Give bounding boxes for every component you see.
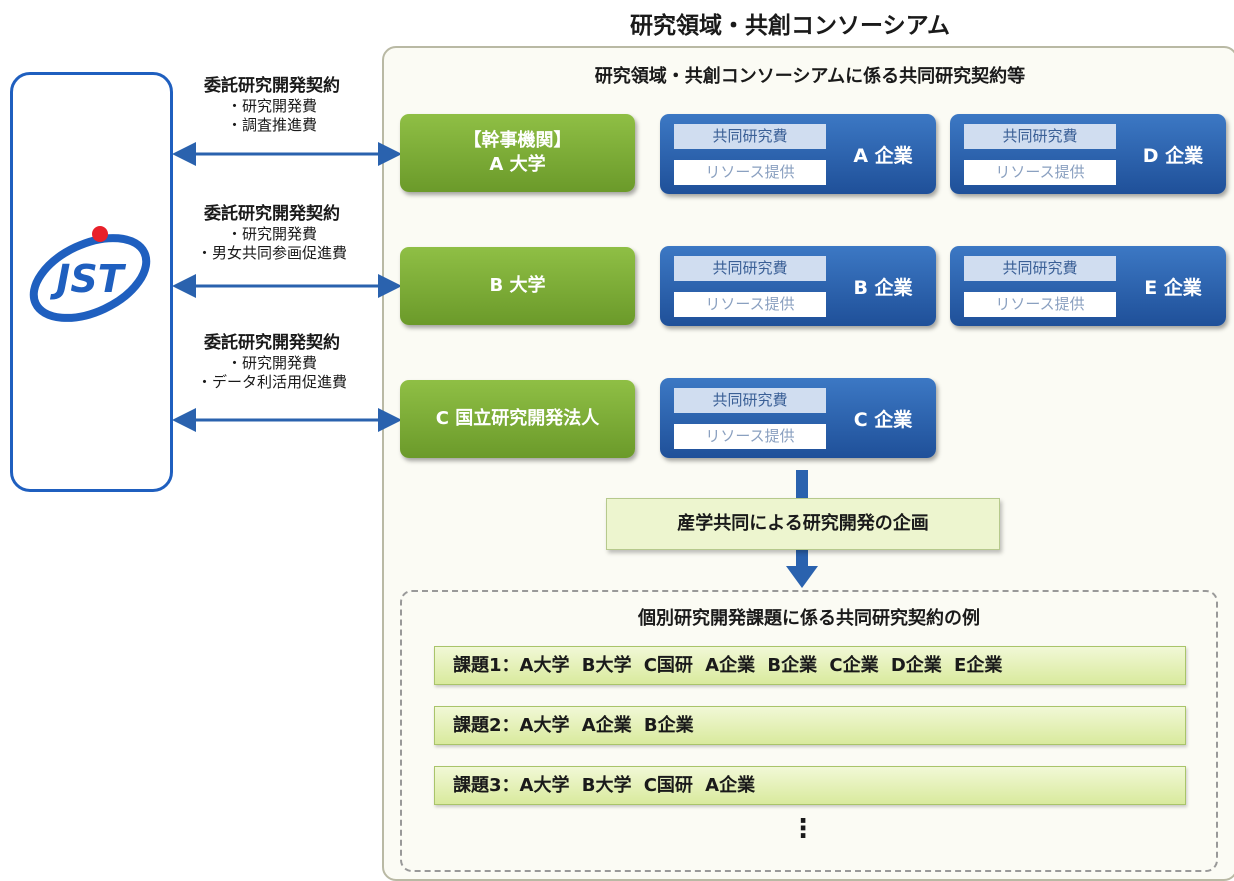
- joint-research-fee-tag: 共同研究費: [964, 124, 1116, 149]
- ellipsis-icon: ⋮: [790, 814, 816, 844]
- joint-research-fee-tag: 共同研究費: [674, 256, 826, 281]
- contract-item: ・研究開発費: [226, 354, 317, 373]
- contract-head: 委託研究開発契約: [204, 76, 340, 96]
- university-name: C 国立研究開発法人: [435, 407, 600, 429]
- company-name: B 企業: [853, 276, 913, 299]
- university-name: B 大学: [489, 274, 546, 296]
- university-b-box: B 大学: [400, 247, 635, 325]
- joint-research-fee-tag: 共同研究費: [674, 388, 826, 413]
- task-row-3: 課題3：A大学 B大学 C国研 A企業: [434, 766, 1186, 805]
- company-name: A 企業: [853, 144, 913, 167]
- university-name: A 大学: [489, 154, 546, 175]
- company-name: E 企業: [1144, 276, 1202, 299]
- contract-label-3: 委託研究開発契約 ・研究開発費 ・データ利活用促進費: [172, 333, 372, 392]
- contract-head: 委託研究開発契約: [204, 204, 340, 224]
- task-row-2: 課題2：A大学 A企業 B企業: [434, 706, 1186, 745]
- resource-provision-tag: リソース提供: [674, 292, 826, 317]
- contract-label-1: 委託研究開発契約 ・研究開発費 ・調査推進費: [172, 76, 372, 135]
- joint-research-fee-tag: 共同研究費: [674, 124, 826, 149]
- university-role: 【幹事機関】: [463, 129, 572, 151]
- university-a-box: 【幹事機関】 A 大学: [400, 114, 635, 192]
- company-name: C 企業: [853, 408, 913, 431]
- examples-frame: [400, 590, 1218, 872]
- diagram-title: 研究領域・共創コンソーシアム: [630, 13, 950, 39]
- company-b-box: 共同研究費 リソース提供 B 企業: [660, 246, 936, 326]
- planning-box: 産学共同による研究開発の企画: [606, 498, 1000, 550]
- institute-c-box: C 国立研究開発法人: [400, 380, 635, 458]
- resource-provision-tag: リソース提供: [964, 292, 1116, 317]
- consortium-subtitle: 研究領域・共創コンソーシアムに係る共同研究契約等: [594, 66, 1026, 87]
- jst-logo: JST: [29, 226, 151, 322]
- examples-title: 個別研究開発課題に係る共同研究契約の例: [638, 608, 980, 629]
- logo-text: JST: [49, 257, 127, 301]
- company-name: D 企業: [1142, 144, 1204, 167]
- resource-provision-tag: リソース提供: [964, 160, 1116, 185]
- down-arrow-shaft-2: [796, 548, 808, 566]
- company-e-box: 共同研究費 リソース提供 E 企業: [950, 246, 1226, 326]
- company-a-box: 共同研究費 リソース提供 A 企業: [660, 114, 936, 194]
- resource-provision-tag: リソース提供: [674, 424, 826, 449]
- task-row-1: 課題1：A大学 B大学 C国研 A企業 B企業 C企業 D企業 E企業: [434, 646, 1186, 685]
- company-d-box: 共同研究費 リソース提供 D 企業: [950, 114, 1226, 194]
- contract-item: ・研究開発費: [226, 97, 317, 116]
- company-c-box: 共同研究費 リソース提供 C 企業: [660, 378, 936, 458]
- contract-item: ・データ利活用促進費: [196, 373, 347, 391]
- logo-dot-icon: [92, 226, 108, 242]
- contract-item: ・調査推進費: [226, 116, 317, 134]
- contract-item: ・男女共同参画促進費: [196, 244, 347, 262]
- down-arrow-head-icon: [786, 566, 818, 588]
- down-arrow-shaft-1: [796, 470, 808, 498]
- contract-item: ・研究開発費: [226, 225, 317, 244]
- contract-label-2: 委託研究開発契約 ・研究開発費 ・男女共同参画促進費: [172, 204, 372, 263]
- contract-head: 委託研究開発契約: [204, 333, 340, 353]
- joint-research-fee-tag: 共同研究費: [964, 256, 1116, 281]
- resource-provision-tag: リソース提供: [674, 160, 826, 185]
